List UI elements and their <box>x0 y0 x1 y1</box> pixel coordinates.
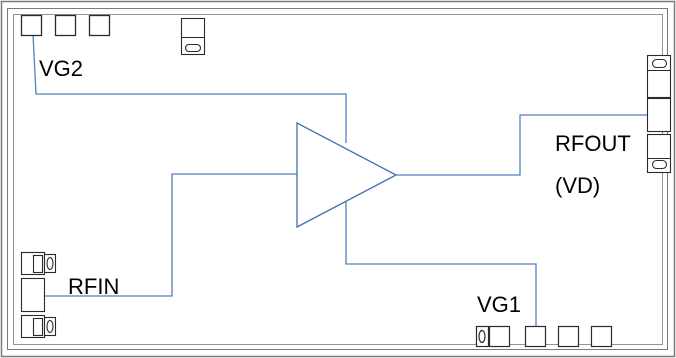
vg2-pads <box>20 14 111 37</box>
rfin-pads <box>20 251 57 339</box>
rfin-pad-upper-via <box>46 256 54 271</box>
amplifier-triangle <box>296 121 398 229</box>
die-border <box>13 14 663 345</box>
capacitor-top-via <box>184 43 202 53</box>
vg2-pad-3 <box>88 14 111 37</box>
rfout-pad-upper-via <box>651 58 668 69</box>
rfout-main-pad <box>646 97 672 133</box>
inner-border <box>7 8 668 350</box>
rfout-label: RFOUT <box>555 131 631 156</box>
vg1-pad-1 <box>488 325 511 348</box>
vg1-pads <box>475 325 613 348</box>
rfin-pad-upper-inner <box>32 254 44 274</box>
vg2-label: VG2 <box>39 56 83 81</box>
vg1-label: VG1 <box>477 292 521 317</box>
capacitor-top <box>180 17 206 56</box>
rfin-label: RFIN <box>68 274 119 299</box>
vg2-pad-2 <box>54 14 77 37</box>
rfout-pads <box>646 54 672 174</box>
vg1-pad-3 <box>557 325 580 348</box>
rfout-trace <box>396 114 648 176</box>
vg2-pad-1 <box>20 14 43 37</box>
vg1-pad-4 <box>590 325 613 348</box>
rfout-pad-lower-via <box>651 159 668 170</box>
vd-label: (VD) <box>555 173 600 198</box>
vg1-pad-small-via <box>478 329 486 344</box>
traces <box>32 33 648 326</box>
rfin-pad-lower-inner <box>32 317 44 337</box>
rfin-main-pad <box>20 277 46 313</box>
rfin-pad-lower-via <box>46 319 54 334</box>
vg1-trace <box>345 202 537 326</box>
rfin-trace <box>44 173 297 297</box>
vg2-trace <box>32 33 347 143</box>
vg1-pad-2 <box>524 325 547 348</box>
